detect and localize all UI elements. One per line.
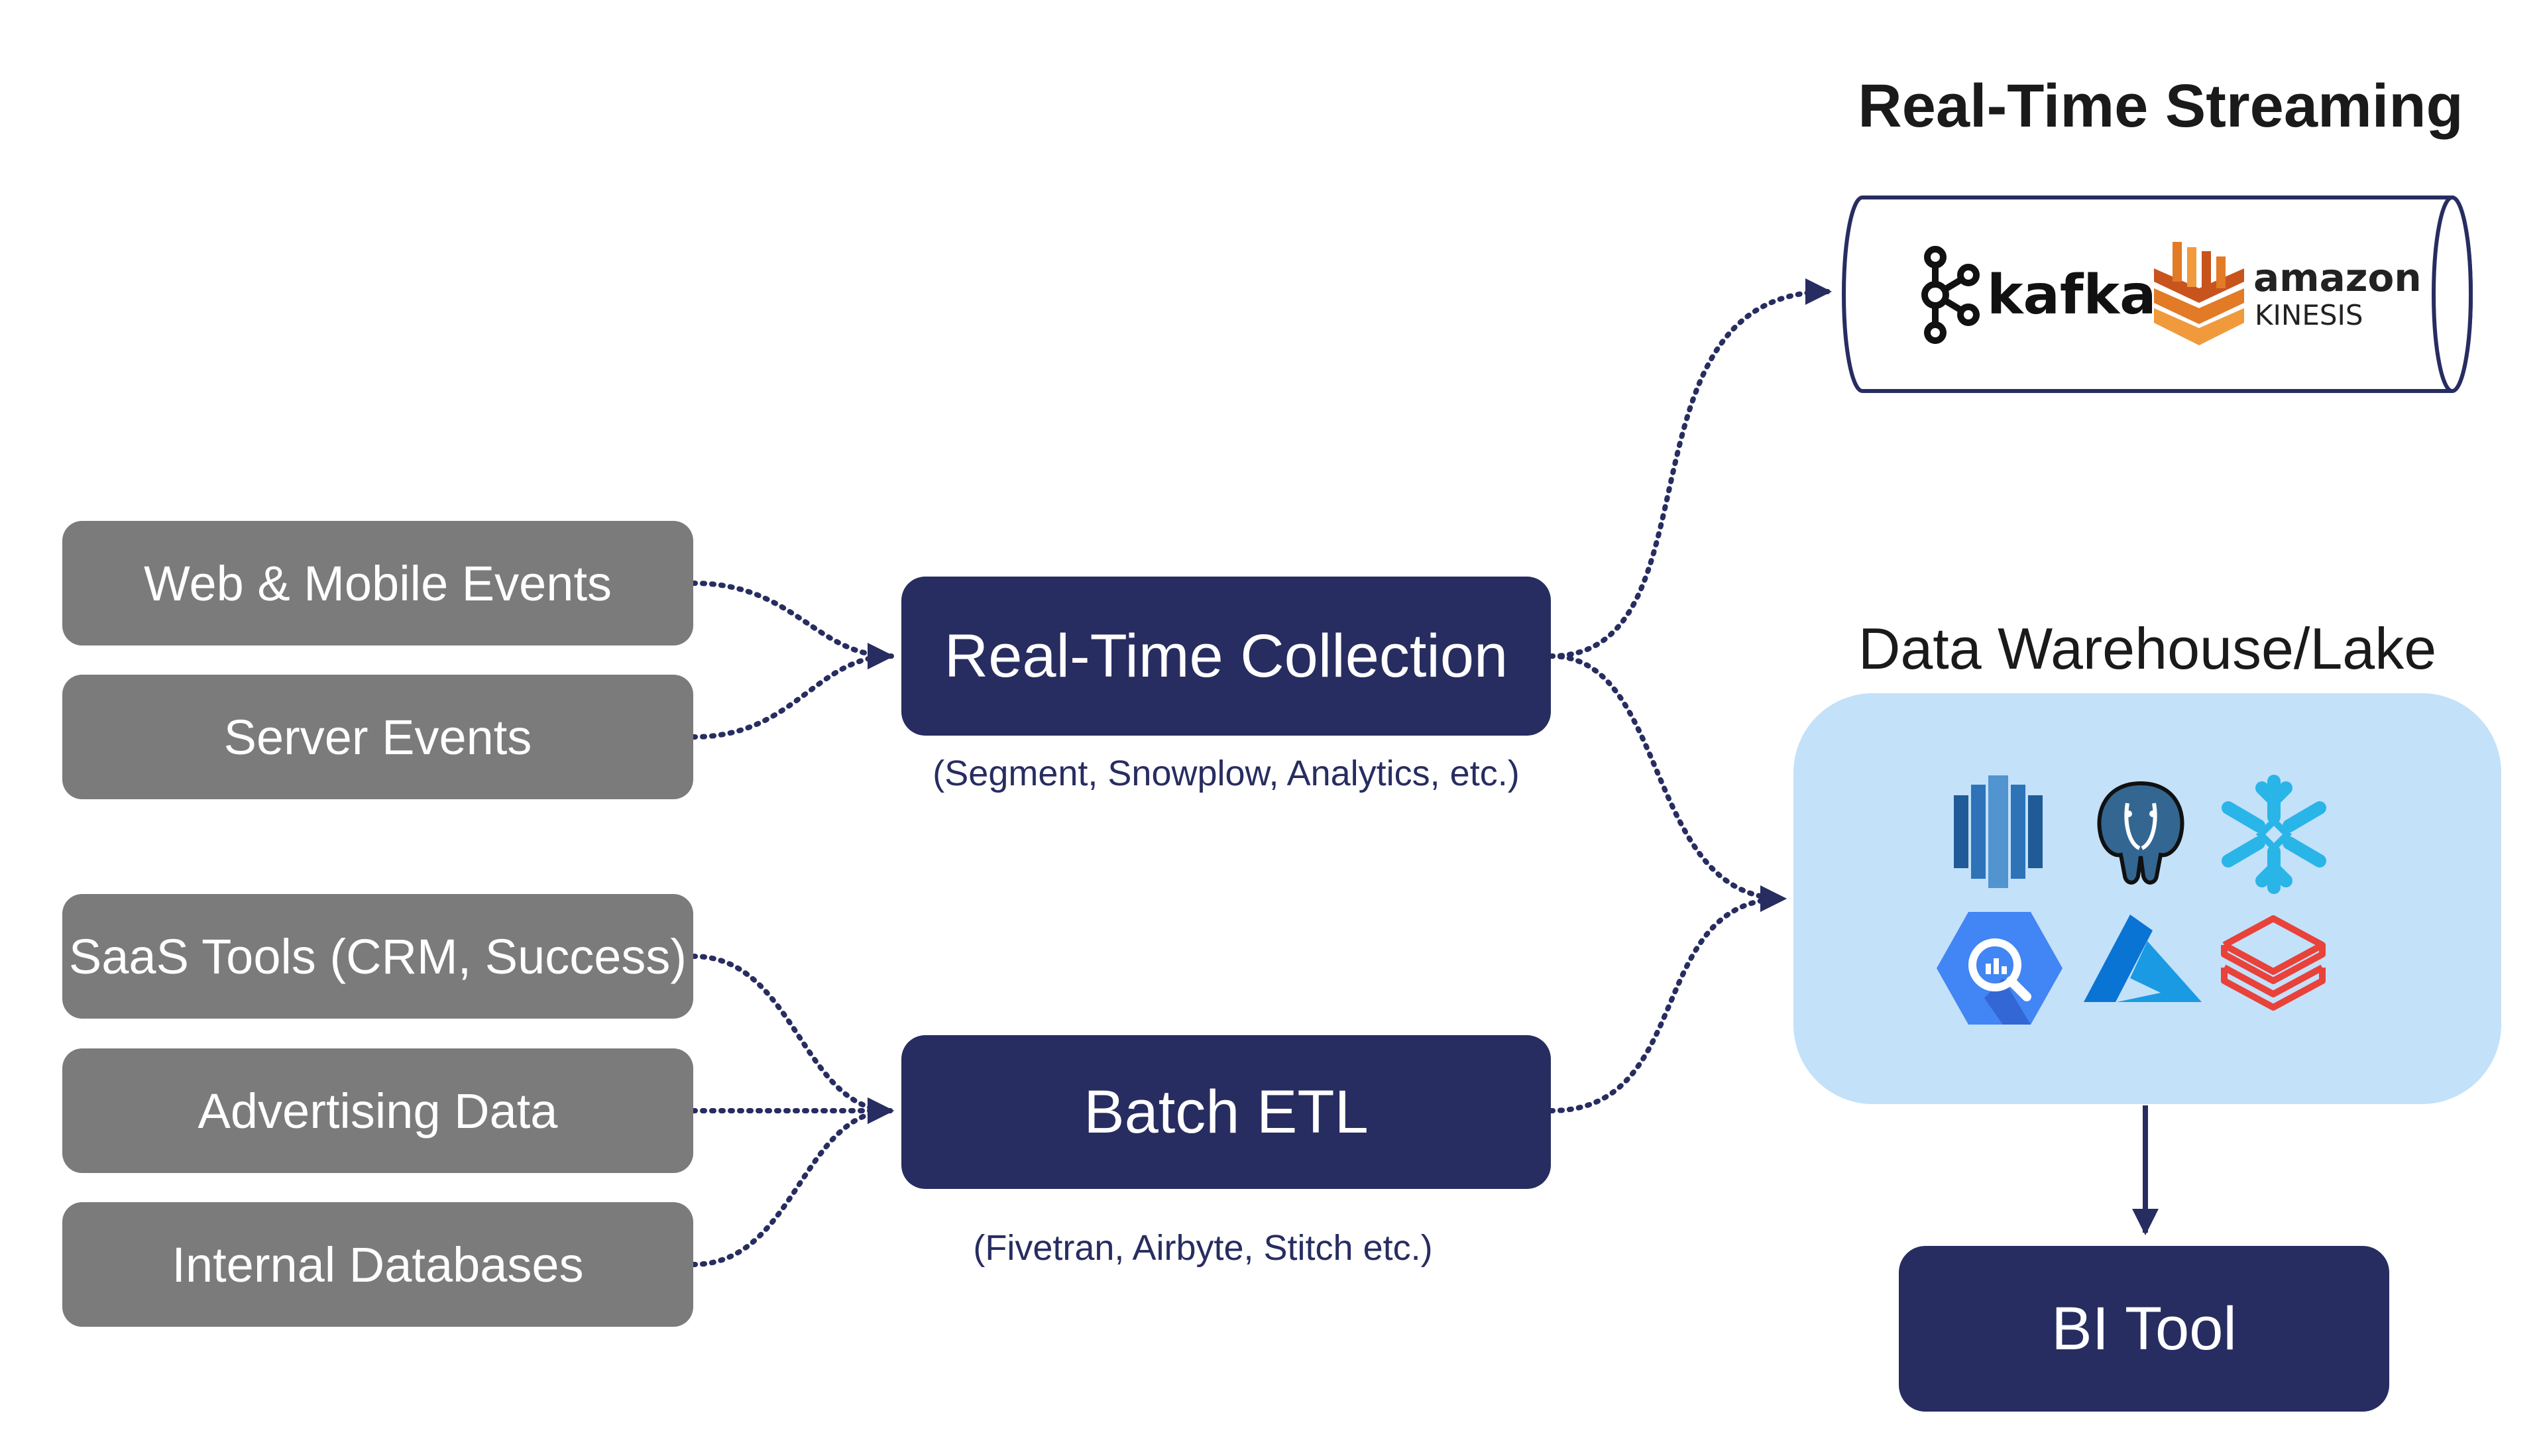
connector-server-to-realtime: [691, 643, 894, 740]
connector-batch-to-warehouse: [1548, 885, 1787, 1113]
bi-tool-box: BI Tool: [1899, 1246, 2389, 1412]
batch-etl-box: Batch ETL: [901, 1035, 1551, 1189]
bi-tool-label: BI Tool: [2051, 1294, 2237, 1363]
kafka-icon: [1921, 246, 1980, 344]
connector-saas-to-batch: [691, 954, 894, 1124]
source-advertising-label: Advertising Data: [198, 1083, 558, 1139]
azure-icon: [2084, 915, 2202, 1014]
source-saas-tools: SaaS Tools (CRM, Success): [62, 894, 693, 1019]
streaming-title: Real-Time Streaming: [1858, 72, 2463, 140]
source-server-events: Server Events: [62, 675, 693, 799]
source-server-label: Server Events: [223, 709, 532, 765]
source-web-mobile-label: Web & Mobile Events: [143, 555, 612, 611]
kafka-label: kafka: [1987, 264, 2157, 327]
connector-realtime-to-streaming: [1548, 278, 1832, 659]
kinesis-icon: [2154, 242, 2244, 345]
databricks-icon: [2220, 915, 2326, 1021]
snowflake-icon: [2211, 771, 2337, 897]
source-advertising-data: Advertising Data: [62, 1048, 693, 1173]
connector-web-to-realtime: [691, 581, 894, 669]
warehouse-title: Data Warehouse/Lake: [1858, 616, 2437, 681]
batch-etl-caption: (Fivetran, Airbyte, Stitch etc.): [973, 1228, 1433, 1268]
warehouse-container: [1793, 693, 2501, 1104]
batch-etl-label: Batch ETL: [1084, 1078, 1369, 1146]
bigquery-icon: [1937, 912, 2063, 1025]
kinesis-label-top: amazon: [2253, 255, 2422, 300]
kinesis-label-bottom: KINESIS: [2255, 299, 2363, 331]
source-web-mobile-events: Web & Mobile Events: [62, 521, 693, 645]
source-internal-label: Internal Databases: [172, 1237, 584, 1292]
kafka-logo: kafka: [1915, 245, 2156, 345]
realtime-collection-caption: (Segment, Snowplow, Analytics, etc.): [933, 754, 1520, 793]
source-internal-databases: Internal Databases: [62, 1202, 693, 1327]
connector-internal-to-batch: [691, 1097, 894, 1267]
realtime-collection-box: Real-Time Collection: [901, 577, 1551, 736]
connector-realtime-to-warehouse: [1548, 653, 1787, 912]
source-saas-label: SaaS Tools (CRM, Success): [68, 928, 687, 984]
kinesis-logo: amazon KINESIS: [2154, 242, 2422, 348]
realtime-collection-label: Real-Time Collection: [944, 622, 1508, 690]
postgresql-icon: [2088, 777, 2194, 889]
redshift-icon: [1949, 775, 2048, 888]
